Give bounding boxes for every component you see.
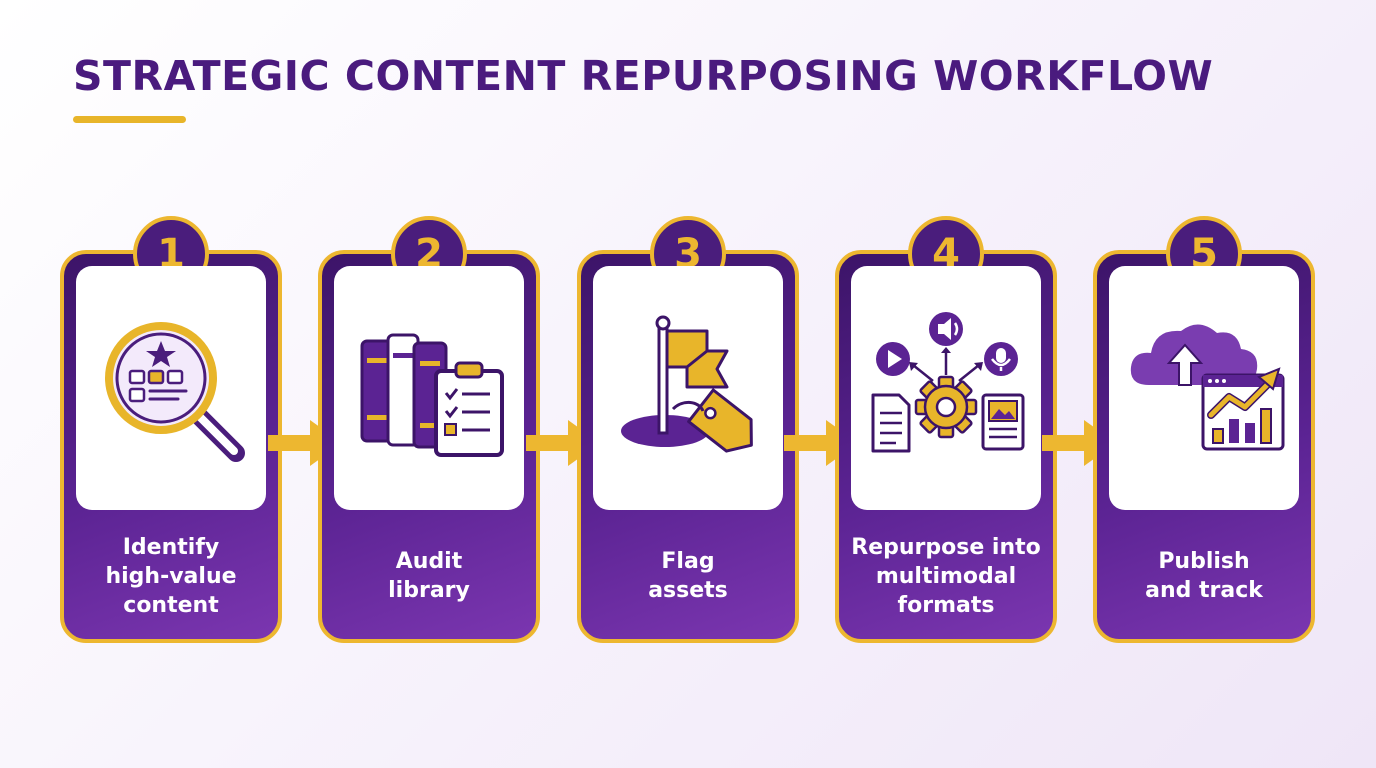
step-card-3: 3 Flag assets <box>577 216 799 643</box>
books-clipboard-icon <box>360 333 504 457</box>
gear-media-icon <box>871 312 1025 453</box>
flag-tag-icon <box>621 315 753 453</box>
step-card-2: 2 Audit library <box>318 216 540 643</box>
step-label: Repurpose into multimodal formats <box>851 534 1041 618</box>
step-icon-panel <box>1109 266 1299 510</box>
step-label: Publish and track <box>1145 549 1263 603</box>
step-card-4: 4 <box>835 216 1057 643</box>
cloud-chart-icon <box>1130 324 1285 451</box>
page-title: STRATEGIC CONTENT REPURPOSING WORKFLOW <box>73 52 1214 100</box>
step-icon-panel <box>851 266 1041 510</box>
step-label: Flag assets <box>648 549 728 603</box>
step-label: Audit library <box>388 549 470 603</box>
step-icon-panel <box>334 266 524 510</box>
magnifier-star-icon <box>105 322 245 462</box>
step-card-1: 1 Identify high-value content <box>60 216 282 643</box>
title-underline <box>73 116 186 123</box>
step-card-5: 5 Publish and track <box>1093 216 1315 643</box>
step-icon-panel <box>593 266 783 510</box>
step-label: Identify high-value content <box>105 534 237 618</box>
step-icon-panel <box>76 266 266 510</box>
